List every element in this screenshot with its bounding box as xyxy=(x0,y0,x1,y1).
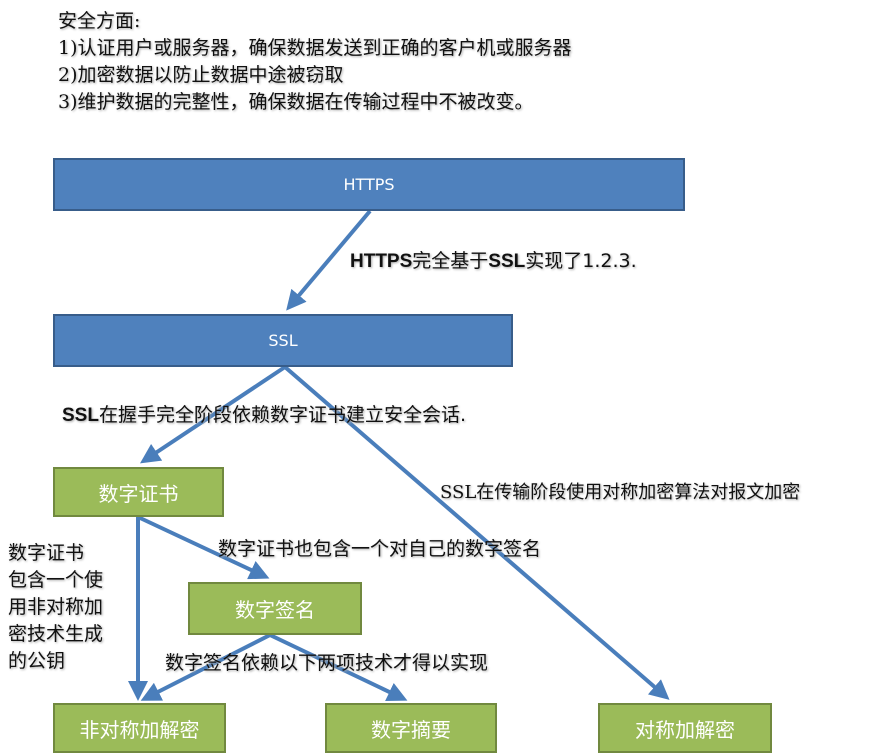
arrow-sig-digest xyxy=(269,633,408,701)
label-signature-deps: 数字签名依赖以下两项技术才得以实现 xyxy=(165,652,489,674)
node-ssl: SSL xyxy=(53,314,513,367)
intro-item: 1)认证用户或服务器，确保数据发送到正确的客户机或服务器 xyxy=(58,37,572,59)
node-digest: 数字摘要 xyxy=(325,703,497,753)
arrow-cert-sig xyxy=(137,515,270,580)
arrow-ssl-sym xyxy=(283,365,670,700)
node-signature: 数字签名 xyxy=(188,582,362,635)
intro-item: 3)维护数据的完整性，确保数据在传输过程中不被改变。 xyxy=(58,91,534,113)
intro-text: 安全方面: 1)认证用户或服务器，确保数据发送到正确的客户机或服务器 2)加密数… xyxy=(58,8,572,116)
label-ssl-handshake: SSL在握手完全阶段依赖数字证书建立安全会话. xyxy=(62,404,466,426)
label-https-ssl: HTTPS完全基于SSL实现了1.2.3. xyxy=(350,250,637,272)
node-asym: 非对称加解密 xyxy=(53,703,226,753)
node-cert: 数字证书 xyxy=(53,467,224,517)
arrow-ssl-cert xyxy=(140,365,287,464)
intro-title: 安全方面: xyxy=(58,10,141,32)
node-sym: 对称加解密 xyxy=(598,703,772,753)
label-cert-key: 数字证书包含一个使用非对称加密技术生成的公钥 xyxy=(8,542,104,672)
arrow-https-ssl xyxy=(286,209,372,311)
intro-item: 2)加密数据以防止数据中途被窃取 xyxy=(58,64,344,86)
node-https: HTTPS xyxy=(53,158,685,211)
label-ssl-transfer: SSL在传输阶段使用对称加密算法对报文加密 xyxy=(440,482,801,503)
arrow-sig-asym xyxy=(140,633,271,701)
label-cert-signature: 数字证书也包含一个对自己的数字签名 xyxy=(218,538,542,560)
